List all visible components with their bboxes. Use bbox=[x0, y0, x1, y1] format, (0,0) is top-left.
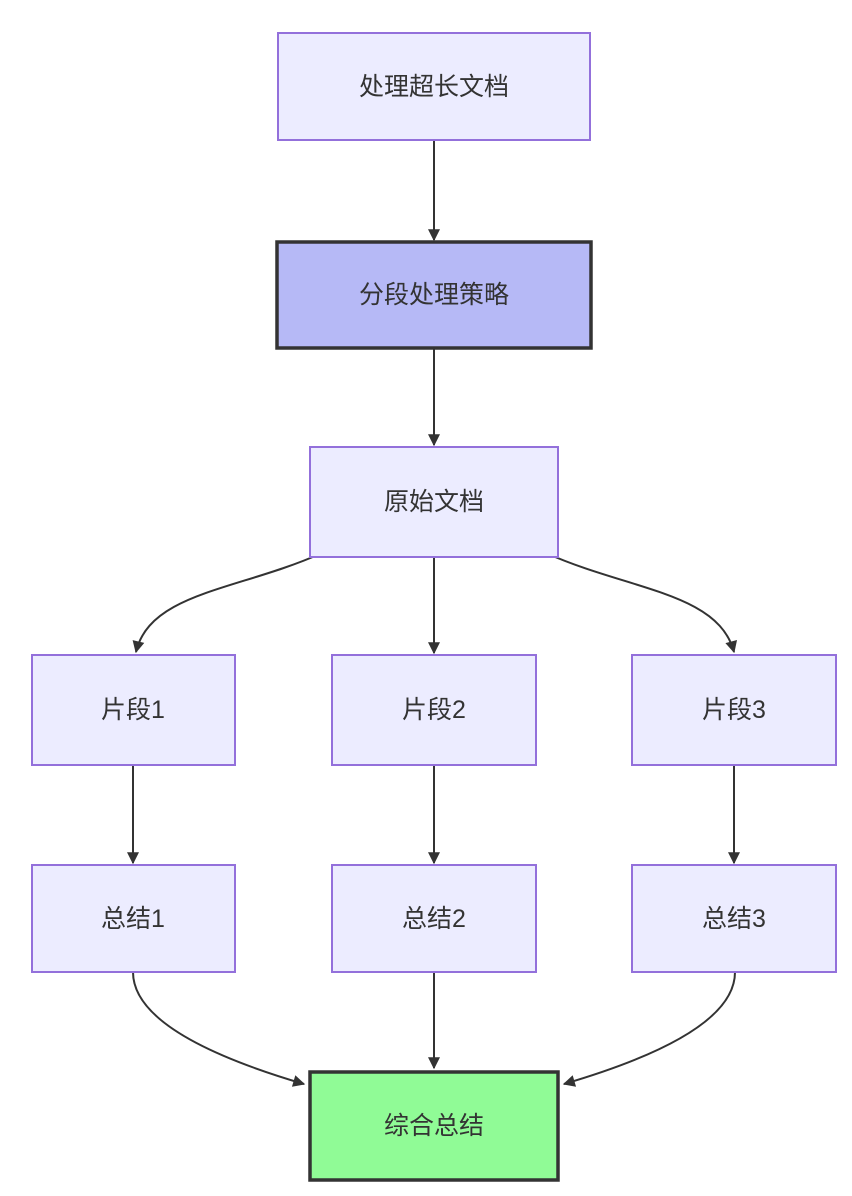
node-fragment-1-label: 片段1 bbox=[101, 696, 165, 724]
node-segmentation-strategy: 分段处理策略 bbox=[275, 240, 593, 350]
node-summary-1-label: 总结1 bbox=[101, 905, 165, 933]
edge-summary3-to-final bbox=[562, 971, 736, 1087]
node-final-summary-box bbox=[308, 1070, 560, 1182]
node-summary-1-box bbox=[31, 864, 236, 973]
node-final-summary: 综合总结 bbox=[308, 1070, 560, 1182]
node-original-document: 原始文档 bbox=[309, 446, 559, 558]
node-segmentation-strategy-box bbox=[275, 240, 593, 350]
node-original-document-box bbox=[309, 446, 559, 558]
node-fragment-3-label: 片段3 bbox=[702, 696, 766, 724]
node-summary-1: 总结1 bbox=[31, 864, 236, 973]
node-final-summary-label: 综合总结 bbox=[384, 1112, 484, 1140]
node-original-document-label: 原始文档 bbox=[384, 488, 484, 516]
edge-summary1-to-final bbox=[132, 971, 306, 1087]
edge-layer bbox=[127, 140, 740, 1087]
node-summary-3-label: 总结3 bbox=[702, 905, 766, 933]
edge-original-to-fragment3 bbox=[545, 552, 737, 654]
node-process-long-doc: 处理超长文档 bbox=[277, 32, 591, 141]
node-summary-3: 总结3 bbox=[631, 864, 837, 973]
node-process-long-doc-box bbox=[277, 32, 591, 141]
edge-original-to-fragment1 bbox=[132, 552, 323, 654]
node-fragment-3-box bbox=[631, 654, 837, 766]
node-fragment-2: 片段2 bbox=[331, 654, 537, 766]
node-summary-3-box bbox=[631, 864, 837, 973]
node-process-long-doc-label: 处理超长文档 bbox=[359, 73, 509, 101]
node-summary-2-label: 总结2 bbox=[402, 905, 466, 933]
node-summary-2-box bbox=[331, 864, 537, 973]
node-summary-2: 总结2 bbox=[331, 864, 537, 973]
node-segmentation-strategy-label: 分段处理策略 bbox=[359, 281, 509, 309]
node-fragment-2-box bbox=[331, 654, 537, 766]
node-fragment-1-box bbox=[31, 654, 236, 766]
node-fragment-1: 片段1 bbox=[31, 654, 236, 766]
node-fragment-2-label: 片段2 bbox=[402, 696, 466, 724]
node-fragment-3: 片段3 bbox=[631, 654, 837, 766]
